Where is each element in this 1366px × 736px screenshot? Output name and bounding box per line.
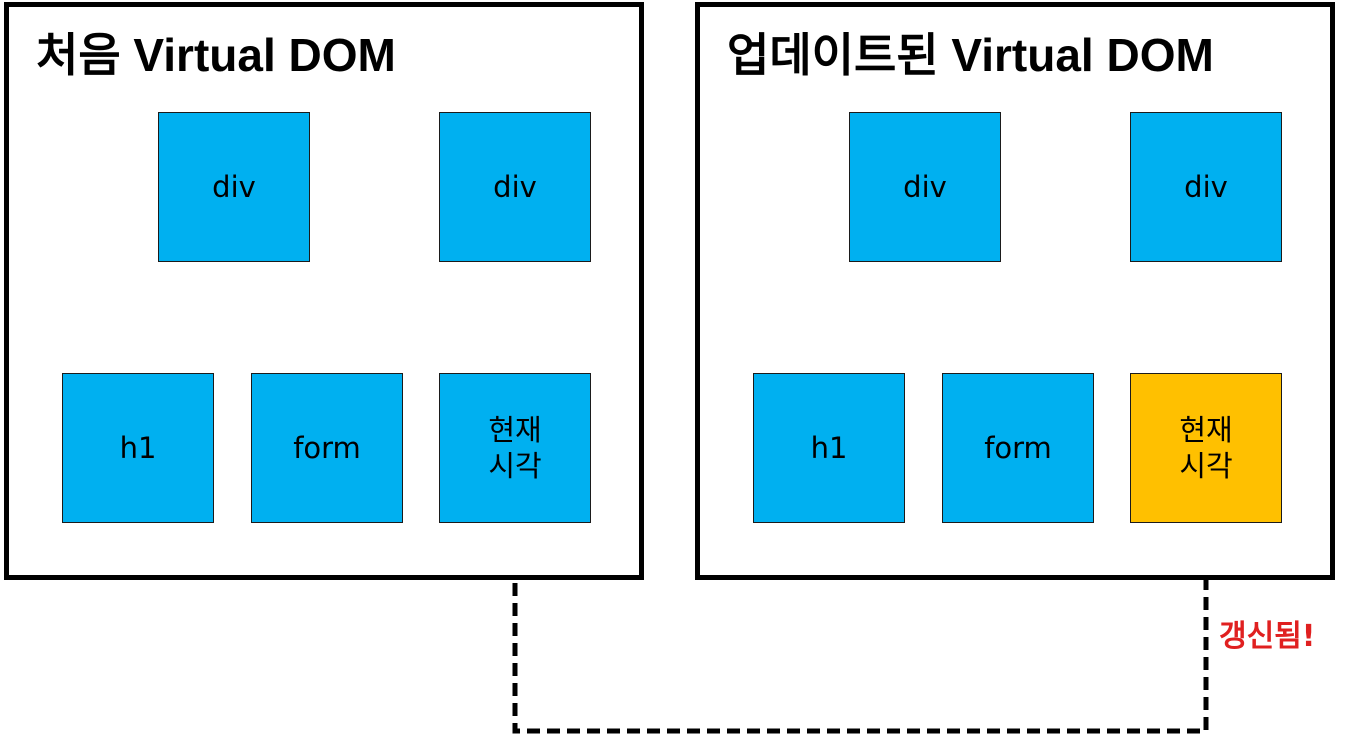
- right-node-div-time-parent: div: [1130, 112, 1282, 262]
- right-node-current-time-updated: 현재 시각: [1130, 373, 1282, 523]
- node-label: 현재 시각: [1179, 412, 1233, 483]
- right-node-div-parent: div: [849, 112, 1001, 262]
- node-label: form: [984, 430, 1052, 465]
- node-label: div: [493, 169, 537, 204]
- node-label: div: [903, 169, 947, 204]
- node-label: div: [1184, 169, 1228, 204]
- left-node-div-parent: div: [158, 112, 310, 262]
- updated-virtual-dom-title: 업데이트된 Virtual DOM: [727, 29, 1214, 81]
- left-node-current-time: 현재 시각: [439, 373, 591, 523]
- node-label: div: [212, 169, 256, 204]
- updated-label: 갱신됨!: [1219, 619, 1316, 654]
- node-label: form: [293, 430, 361, 465]
- node-label: h1: [119, 430, 157, 465]
- left-node-form: form: [251, 373, 403, 523]
- right-node-h1: h1: [753, 373, 905, 523]
- initial-virtual-dom-title: 처음 Virtual DOM: [36, 29, 396, 81]
- right-node-form: form: [942, 373, 1094, 523]
- node-label: 현재 시각: [488, 412, 542, 483]
- left-node-div-time-parent: div: [439, 112, 591, 262]
- update-arrow-path: [512, 523, 1209, 734]
- left-node-h1: h1: [62, 373, 214, 523]
- node-label: h1: [810, 430, 848, 465]
